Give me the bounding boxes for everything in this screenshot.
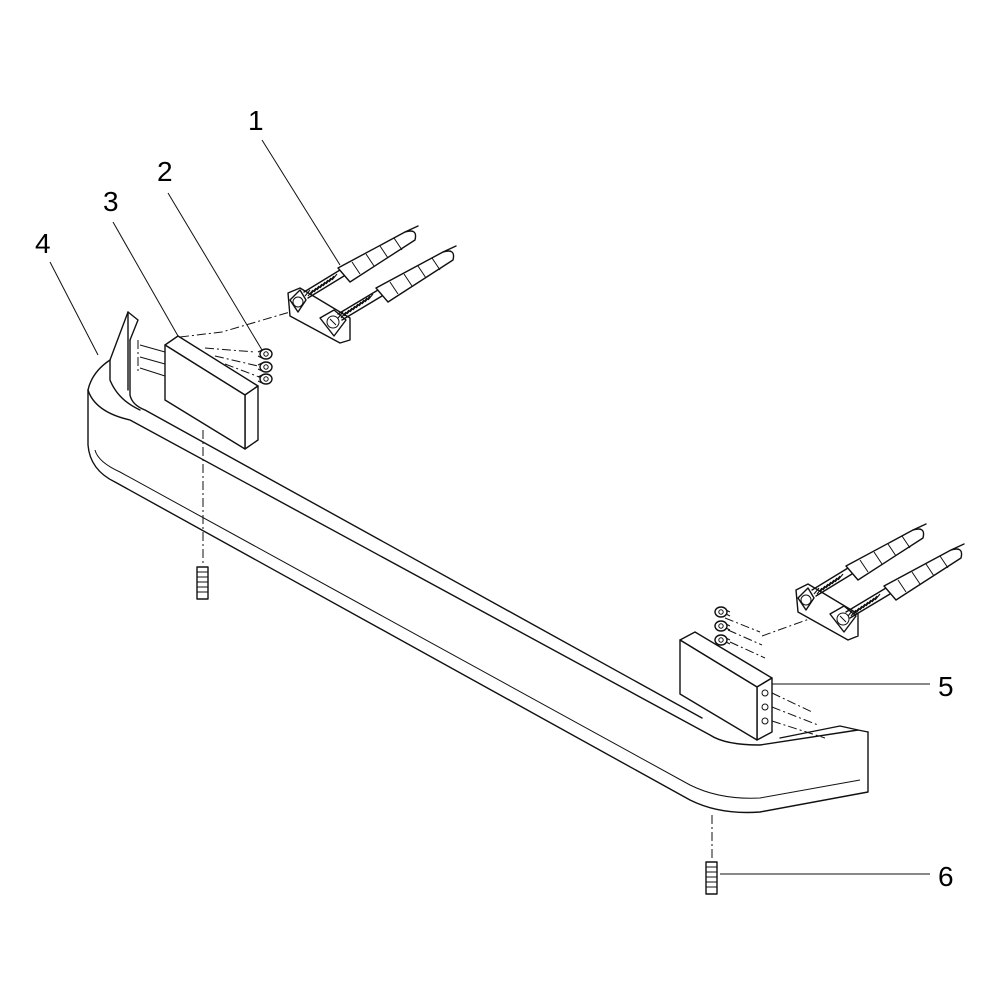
part-3-left-mounting-block (137, 311, 291, 450)
anchor-bolt (845, 543, 965, 619)
anchor-bolt (303, 225, 419, 299)
screw (257, 348, 273, 360)
left-threaded-stud (196, 430, 209, 600)
screw (257, 373, 273, 385)
callout-numbers: 1 2 3 4 5 6 (35, 105, 954, 892)
callout-3: 3 (103, 186, 119, 217)
callout-5: 5 (938, 671, 954, 702)
part-1-wall-bracket-and-anchors (287, 225, 457, 344)
part-6-threaded-stud (705, 815, 718, 895)
callout-1: 1 (248, 105, 264, 136)
right-wall-bracket-and-anchors (795, 523, 965, 641)
leader-4 (49, 261, 99, 356)
leader-2 (167, 192, 263, 351)
screw (714, 634, 731, 646)
callout-2: 2 (157, 156, 173, 187)
part-2-set-screws (257, 348, 273, 385)
leader-1 (261, 139, 341, 266)
anchor-bolt (811, 523, 927, 597)
part-4-bar (87, 311, 869, 814)
screw (714, 620, 731, 632)
screw (257, 361, 273, 373)
right-set-screws (714, 606, 731, 646)
callout-6: 6 (938, 861, 954, 892)
callout-4: 4 (35, 228, 51, 259)
part-5-right-mounting-block (679, 617, 826, 741)
anchor-bolt (337, 245, 457, 321)
leader-lines (49, 139, 930, 875)
leader-3 (112, 221, 179, 337)
screw (714, 606, 731, 618)
